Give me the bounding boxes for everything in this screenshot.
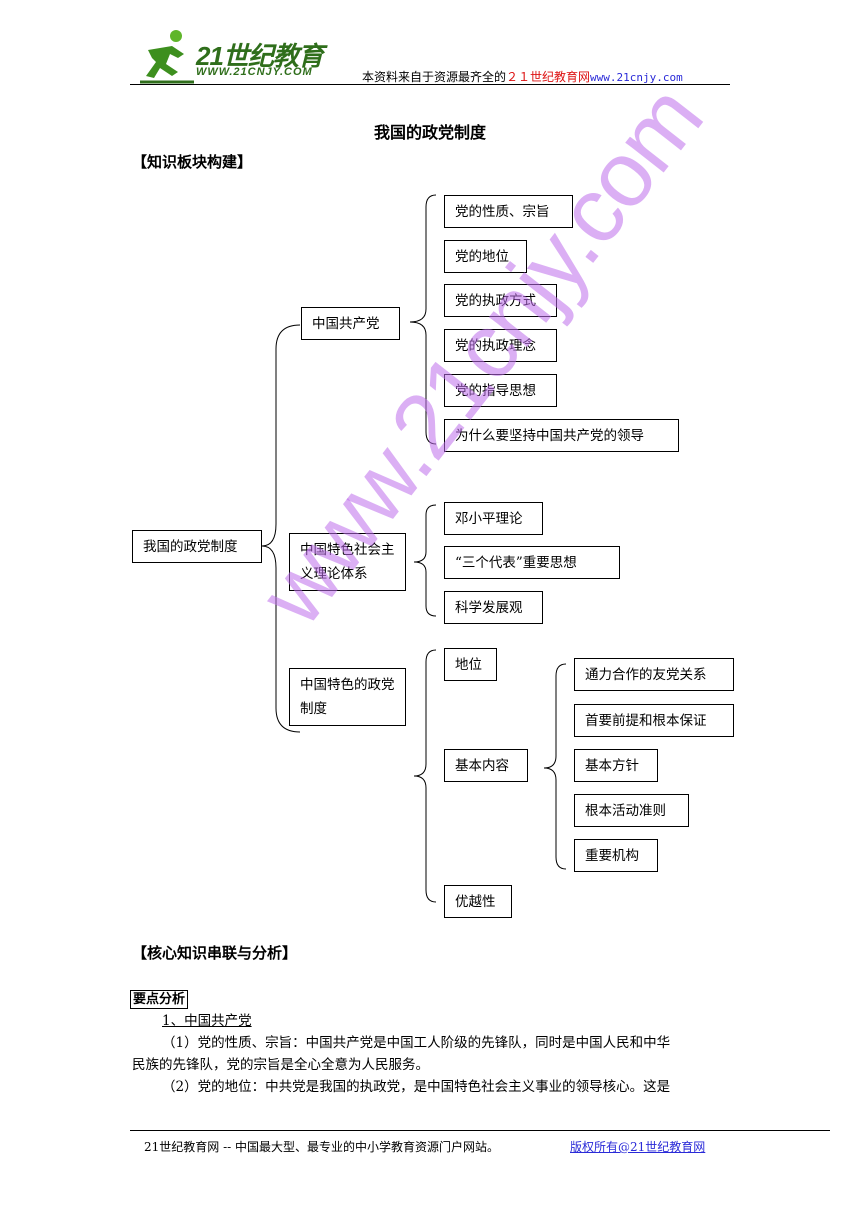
section-heading-core: 【核心知识串联与分析】 [132,944,298,962]
tree-leaf-deng-theory: 邓小平理论 [444,502,543,535]
tree-sub-activity-norm: 根本活动准则 [574,794,689,827]
header-note: 本资料来自于资源最齐全的２１世纪教育网www.21cnjy.com [362,68,683,85]
tree-leaf-basic-content: 基本内容 [444,749,528,782]
tree-leaf-cpc-why-lead: 为什么要坚持中国共产党的领导 [444,419,679,452]
content-p1-line1: （1）党的性质、宗旨：中国共产党是中国工人阶级的先锋队，同时是中国人民和中华 [162,1035,671,1051]
header-divider [130,84,730,85]
content-p2-line1: （2）党的地位：中共党是我国的执政党，是中国特色社会主义事业的领导核心。这是 [162,1079,671,1095]
tree-sub-important-organ: 重要机构 [574,839,658,872]
logo-url: WWW.21CNJY.COM [196,66,313,78]
footer-text: 21世纪教育网 -- 中国最大型、最专业的中小学教育资源门户网站。 [144,1140,500,1154]
tree-leaf-cpc-governance: 党的执政方式 [444,284,557,317]
site-logo [138,28,338,84]
tree-sub-friendly-relations: 通力合作的友党关系 [574,658,734,691]
tree-branch-cpc: 中国共产党 [301,307,400,340]
tree-leaf-superiority: 优越性 [444,885,512,918]
header-brand-link[interactable]: ２１世纪教育网 [506,70,591,84]
content-p1-line2: 民族的先锋队，党的宗旨是全心全意为人民服务。 [132,1057,429,1073]
footer-divider [130,1130,830,1131]
header-note-prefix: 本资料来自于资源最齐全的 [362,70,507,84]
tree-leaf-cpc-philosophy: 党的执政理念 [444,329,557,362]
section-heading-knowledge: 【知识板块构建】 [132,153,253,171]
content-heading-cpc: 1、中国共产党 [162,1013,252,1029]
runner-logo-icon [140,30,194,84]
tree-branch-theory-system: 中国特色社会主义理论体系 [289,533,406,591]
tree-leaf-party-status: 地位 [444,648,497,681]
footer-copyright-link[interactable]: 版权所有@21世纪教育网 [570,1140,706,1154]
header-url-link[interactable]: www.21cnjy.com [590,71,683,84]
tree-leaf-cpc-nature: 党的性质、宗旨 [444,195,573,228]
tree-brackets [261,194,567,903]
key-points-label: 要点分析 [130,990,189,1009]
tree-branch-party-system: 中国特色的政党制度 [289,668,406,726]
tree-sub-basic-policy: 基本方针 [574,749,658,782]
tree-leaf-cpc-status: 党的地位 [444,240,527,273]
tree-leaf-cpc-guiding-thought: 党的指导思想 [444,374,557,407]
tree-root: 我国的政党制度 [132,530,262,563]
tree-sub-premise-guarantee: 首要前提和根本保证 [574,704,734,737]
tree-leaf-three-represents: “三个代表”重要思想 [444,546,620,579]
page-title: 我国的政党制度 [373,123,486,142]
tree-leaf-scientific-outlook: 科学发展观 [444,591,543,624]
logo-text: 21世纪教育 [196,41,324,71]
